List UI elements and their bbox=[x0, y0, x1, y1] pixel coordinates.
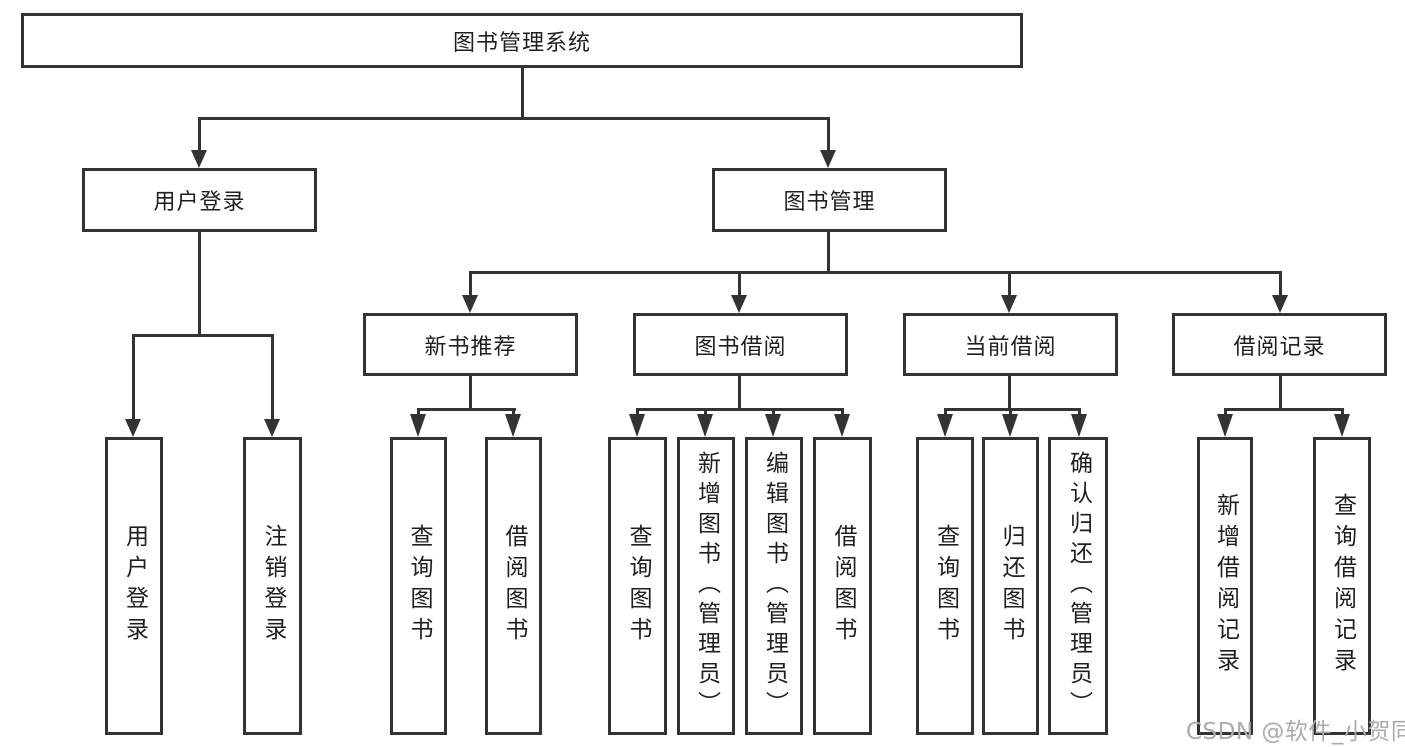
arrow-down-icon bbox=[505, 414, 521, 437]
connector-user-login-hline bbox=[132, 334, 274, 337]
node-leaf-borrow-books-recommend-label: 借阅图书 bbox=[501, 524, 527, 648]
arrow-down-icon bbox=[937, 414, 953, 437]
connector-borrow-records-stem bbox=[1279, 376, 1282, 410]
arrow-down-icon bbox=[629, 414, 645, 437]
arrow-down-icon bbox=[462, 295, 478, 313]
connector-user-login-drop bbox=[198, 117, 201, 153]
connector-root-stem bbox=[521, 67, 524, 119]
connector-l1-hline bbox=[198, 117, 830, 120]
node-leaf-borrow-books-recommend: 借阅图书 bbox=[485, 437, 542, 735]
node-leaf-return-books-label: 归还图书 bbox=[998, 524, 1024, 648]
node-leaf-add-borrow-record-label: 新增借阅记录 bbox=[1212, 493, 1239, 679]
node-leaf-edit-books-admin: 编辑图书（管理员） bbox=[745, 437, 803, 735]
connector-book-mgmt-drop bbox=[827, 117, 830, 153]
connector-borrow-records-drop bbox=[1279, 271, 1282, 297]
connector-user-login-drop-1 bbox=[132, 334, 135, 421]
node-book-management: 图书管理 bbox=[712, 168, 947, 232]
connector-leaf-drop bbox=[1224, 408, 1227, 418]
node-leaf-add-books-admin-label: 新增图书（管理员） bbox=[693, 451, 720, 721]
node-leaf-borrow-books-borrow-label: 借阅图书 bbox=[830, 524, 856, 648]
connector-book-borrow-hline bbox=[636, 408, 844, 411]
connector-leaf-drop bbox=[772, 408, 775, 418]
connector-leaf-drop bbox=[944, 408, 947, 418]
connector-leaf-drop bbox=[1078, 408, 1081, 418]
connector-book-mgmt-stem bbox=[827, 232, 830, 274]
connector-current-borrow-hline bbox=[944, 408, 1081, 411]
connector-new-book-stem bbox=[469, 376, 472, 410]
connector-leaf-drop bbox=[841, 408, 844, 418]
node-leaf-add-books-admin: 新增图书（管理员） bbox=[677, 437, 735, 735]
node-new-book-recommend: 新书推荐 bbox=[363, 313, 578, 376]
node-leaf-query-books-recommend: 查询图书 bbox=[390, 437, 447, 735]
arrow-down-icon bbox=[1272, 295, 1288, 313]
connector-borrow-records-hline bbox=[1224, 408, 1344, 411]
connector-leaf-drop bbox=[1341, 408, 1344, 418]
node-root: 图书管理系统 bbox=[21, 13, 1023, 68]
connector-user-login-stem bbox=[198, 232, 201, 336]
connector-leaf-drop bbox=[1009, 408, 1012, 418]
node-new-book-recommend-label: 新书推荐 bbox=[424, 334, 517, 360]
connector-book-mgmt-hline bbox=[469, 271, 1282, 274]
arrow-down-icon bbox=[697, 414, 713, 437]
node-current-borrowing-label: 当前借阅 bbox=[964, 334, 1057, 360]
node-borrowing-records: 借阅记录 bbox=[1172, 313, 1387, 376]
arrow-down-icon bbox=[191, 150, 207, 168]
node-leaf-user-login: 用户登录 bbox=[105, 437, 163, 735]
arrow-down-icon bbox=[125, 419, 141, 437]
connector-leaf-drop bbox=[704, 408, 707, 418]
arrow-down-icon bbox=[410, 414, 426, 437]
node-leaf-query-borrow-record-label: 查询借阅记录 bbox=[1329, 493, 1356, 679]
node-leaf-query-books-recommend-label: 查询图书 bbox=[406, 524, 432, 648]
node-leaf-logout: 注销登录 bbox=[243, 437, 302, 735]
node-book-borrowing: 图书借阅 bbox=[633, 313, 848, 376]
connector-leaf-drop bbox=[512, 408, 515, 418]
arrow-down-icon bbox=[1001, 295, 1017, 313]
node-leaf-confirm-return-admin-label: 确认归还（管理员） bbox=[1065, 451, 1092, 721]
node-book-management-label: 图书管理 bbox=[783, 190, 876, 215]
node-leaf-edit-books-admin-label: 编辑图书（管理员） bbox=[761, 451, 788, 721]
arrow-down-icon bbox=[834, 414, 850, 437]
node-leaf-confirm-return-admin: 确认归还（管理员） bbox=[1048, 437, 1108, 735]
arrow-down-icon bbox=[1002, 414, 1018, 437]
connector-user-login-drop-2 bbox=[271, 334, 274, 421]
arrow-down-icon bbox=[1071, 414, 1087, 437]
node-leaf-logout-label: 注销登录 bbox=[260, 524, 286, 648]
node-leaf-query-borrow-record: 查询借阅记录 bbox=[1313, 437, 1371, 735]
node-leaf-add-borrow-record: 新增借阅记录 bbox=[1197, 437, 1253, 735]
arrow-down-icon bbox=[264, 419, 280, 437]
node-borrowing-records-label: 借阅记录 bbox=[1233, 334, 1326, 360]
arrow-down-icon bbox=[731, 295, 747, 313]
node-leaf-return-books: 归还图书 bbox=[982, 437, 1039, 735]
node-leaf-user-login-label: 用户登录 bbox=[121, 524, 148, 648]
node-root-label: 图书管理系统 bbox=[452, 30, 591, 56]
connector-leaf-drop bbox=[417, 408, 420, 418]
node-user-login-label: 用户登录 bbox=[153, 190, 246, 215]
node-leaf-query-books-borrow: 查询图书 bbox=[608, 437, 667, 735]
node-book-borrowing-label: 图书借阅 bbox=[694, 334, 787, 360]
node-leaf-borrow-books-borrow: 借阅图书 bbox=[813, 437, 872, 735]
connector-new-book-drop bbox=[469, 271, 472, 297]
node-leaf-query-books-borrow-label: 查询图书 bbox=[625, 524, 651, 648]
connector-current-borrow-stem bbox=[1008, 376, 1011, 410]
node-leaf-query-books-current-label: 查询图书 bbox=[932, 524, 959, 648]
arrow-down-icon bbox=[1334, 414, 1350, 437]
watermark-text: CSDN @软件_小贺同学 bbox=[1186, 719, 1405, 745]
connector-current-borrow-drop bbox=[1008, 271, 1011, 297]
connector-book-borrow-stem bbox=[738, 376, 741, 410]
node-current-borrowing: 当前借阅 bbox=[903, 313, 1118, 376]
arrow-down-icon bbox=[820, 150, 836, 168]
arrow-down-icon bbox=[1217, 414, 1233, 437]
connector-new-book-hline bbox=[417, 408, 516, 411]
arrow-down-icon bbox=[765, 414, 781, 437]
node-leaf-query-books-current: 查询图书 bbox=[916, 437, 974, 735]
node-user-login: 用户登录 bbox=[82, 168, 317, 232]
connector-leaf-drop bbox=[636, 408, 639, 418]
connector-book-borrow-drop bbox=[738, 271, 741, 297]
